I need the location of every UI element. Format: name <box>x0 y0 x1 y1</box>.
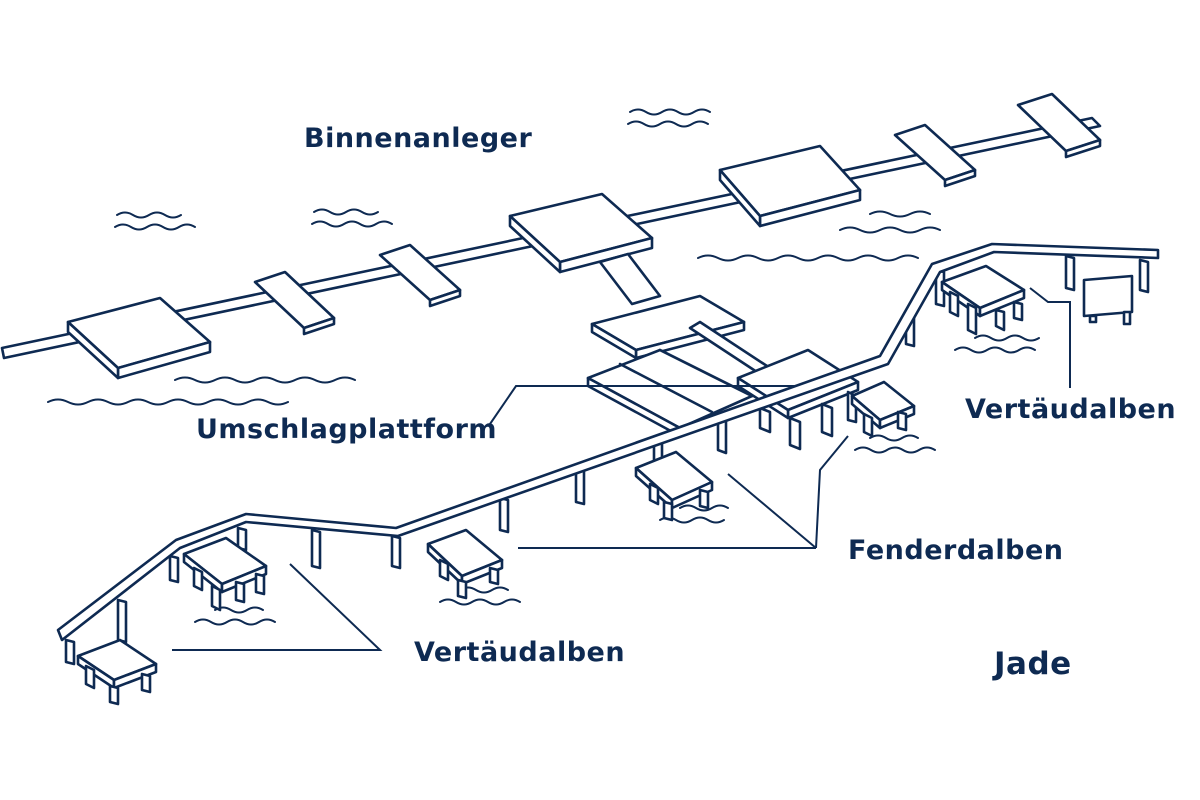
leader-lines <box>172 287 1071 651</box>
inner-jetty <box>0 92 1102 380</box>
transfer-main-deck <box>586 348 754 438</box>
jetty-platform-left <box>66 296 212 380</box>
wave-mooring-left <box>194 618 276 626</box>
wave-fender-left <box>439 598 521 606</box>
leader-umschlag <box>489 385 796 425</box>
wave-top-right-2 <box>629 108 711 116</box>
mooring-dolphin-left-1 <box>182 536 268 612</box>
wave-near-right-dolphin-2 <box>974 334 1040 342</box>
catwalk-walkway <box>56 242 1160 642</box>
finger-pier-2 <box>378 243 462 308</box>
label-mooring-dolphins-left: Vertäudalben <box>414 637 625 668</box>
wave-mooring-left-2 <box>214 606 264 614</box>
water-waves <box>47 108 1040 626</box>
jetty-connector <box>598 252 662 306</box>
wave-right-2 <box>839 226 941 234</box>
wave-mid-2 <box>313 208 379 216</box>
wave-left-2 <box>116 211 182 219</box>
wave-bottom-left-1 <box>47 398 289 406</box>
wave-near-right-dolphin <box>954 346 1036 354</box>
label-mooring-dolphins-right: Vertäudalben <box>965 394 1176 425</box>
wave-top-right-1 <box>627 120 709 128</box>
finger-pier-1 <box>253 270 336 336</box>
fender-dolphin-1 <box>850 380 916 438</box>
wave-fender-right-2 <box>869 434 919 442</box>
fender-dolphin-2 <box>634 450 714 522</box>
mooring-dolphin-right-1 <box>940 264 1026 336</box>
finger-pier-3 <box>893 123 977 188</box>
wave-fender-left-2 <box>459 586 509 594</box>
label-inner-jetty: Binnenanleger <box>304 123 532 154</box>
jetty-platform-center <box>508 192 654 274</box>
transfer-upper-deck <box>590 294 746 360</box>
wave-fender-right <box>854 446 936 454</box>
jetty-platform-right <box>718 144 862 228</box>
wave-right-3 <box>869 210 931 218</box>
leader-fender <box>518 435 849 549</box>
wave-right-1 <box>697 254 919 262</box>
wave-fender-mid-2 <box>679 504 729 512</box>
label-transfer-platform: Umschlagplattform <box>196 414 497 445</box>
mooring-dolphin-left-2 <box>76 638 158 706</box>
label-water-body: Jade <box>992 646 1072 682</box>
finger-pier-4 <box>1016 92 1102 159</box>
fender-dolphin-3 <box>426 528 504 600</box>
transfer-platform <box>586 294 860 455</box>
mooring-dolphin-right-2 <box>1082 274 1134 326</box>
wave-left-1 <box>114 223 196 231</box>
wave-bottom-left-2 <box>174 376 356 384</box>
leader-vertaeu-left-a <box>172 563 383 651</box>
label-fender-dolphins: Fenderdalben <box>848 535 1064 566</box>
wave-mid-1 <box>311 220 393 228</box>
leader-vertaeu-right <box>1029 287 1071 388</box>
